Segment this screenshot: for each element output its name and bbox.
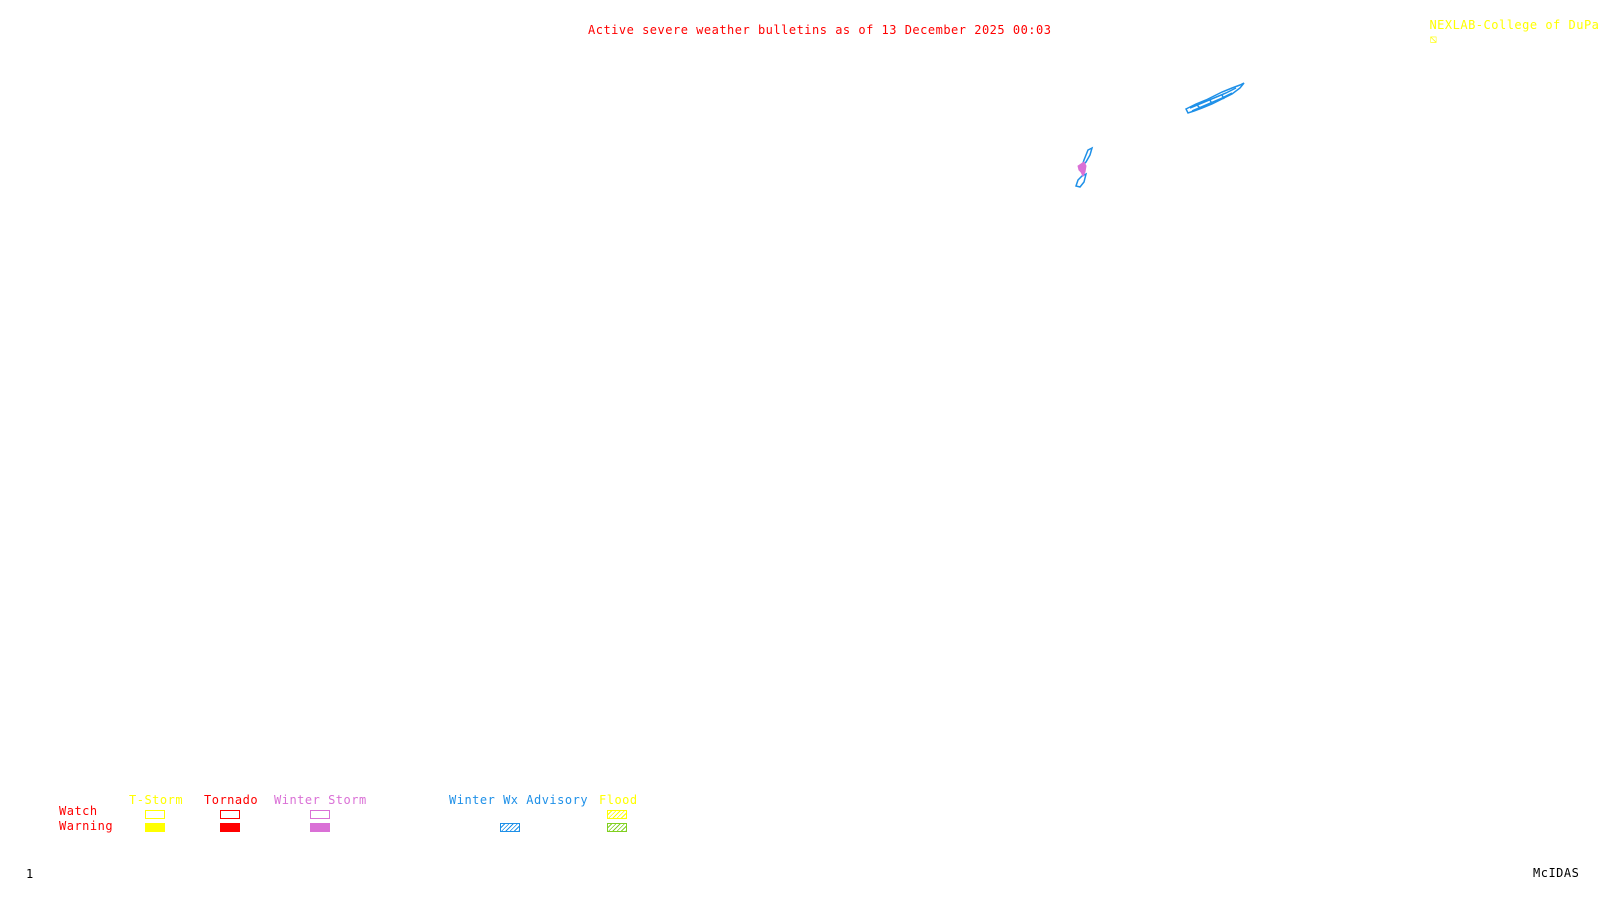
winter-storm-warning-area[interactable] bbox=[1077, 161, 1087, 178]
legend-col-winter-wx-advisory: Winter Wx Advisory bbox=[449, 793, 589, 807]
nexlab-logo-icon: ⧅ bbox=[1429, 32, 1438, 46]
tornado-warning-swatch bbox=[220, 823, 240, 832]
frame-number: 1 bbox=[26, 867, 34, 881]
tstorm-warning-swatch bbox=[145, 823, 165, 832]
winter-wx-advisory-area-2[interactable] bbox=[1075, 146, 1094, 188]
flood-warning-swatch bbox=[607, 823, 627, 832]
tornado-watch-swatch bbox=[220, 810, 240, 819]
credit-label: NEXLAB-College of DuPage bbox=[1429, 18, 1600, 32]
legend-col-tornado: Tornado bbox=[204, 793, 259, 807]
winter-wx-advisory-swatch bbox=[500, 823, 520, 832]
legend-col-winter-storm: Winter Storm bbox=[274, 793, 367, 807]
warning-map bbox=[1075, 82, 1245, 188]
legend-col-flood: Flood bbox=[599, 793, 638, 807]
bulletin-title: Active severe weather bulletins as of 13… bbox=[588, 23, 1052, 37]
winter-storm-watch-swatch bbox=[310, 810, 330, 819]
legend-row-warning: Warning bbox=[59, 819, 114, 833]
winter-wx-advisory-area-1[interactable] bbox=[1184, 82, 1245, 114]
software-label: McIDAS bbox=[1533, 866, 1580, 880]
legend-col-tstorm: T-Storm bbox=[129, 793, 184, 807]
winter-storm-warning-swatch bbox=[310, 823, 330, 832]
credit-text: NEXLAB-College of DuPage ⧅ bbox=[1414, 4, 1600, 46]
flood-watch-swatch bbox=[607, 810, 627, 819]
tstorm-watch-swatch bbox=[145, 810, 165, 819]
legend-row-watch: Watch bbox=[59, 804, 98, 818]
